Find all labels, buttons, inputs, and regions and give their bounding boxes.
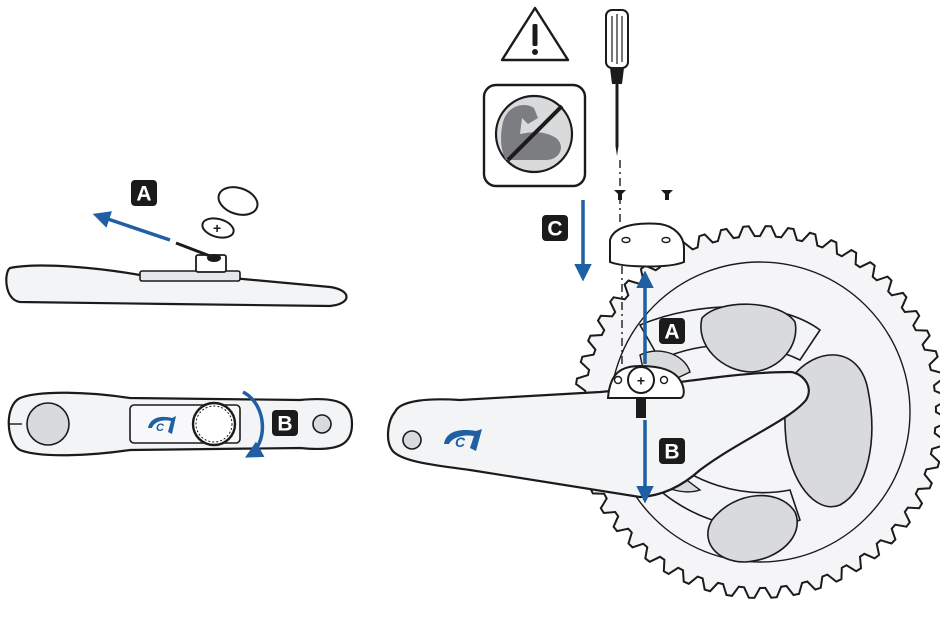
brand-logo-icon: C bbox=[148, 416, 176, 434]
pull-arrow bbox=[92, 211, 171, 242]
step-label-a-left: A bbox=[131, 180, 157, 206]
step-label-b-right-text: B bbox=[664, 441, 679, 464]
svg-text:+: + bbox=[213, 220, 221, 236]
logo-letter-right: C bbox=[455, 434, 466, 450]
crank-arm-top-view: C bbox=[7, 390, 354, 458]
battery-cap-icon bbox=[191, 401, 237, 447]
screwdriver-icon bbox=[605, 9, 629, 156]
no-force-icon bbox=[482, 83, 587, 188]
warning-triangle-icon bbox=[500, 6, 570, 62]
step-label-b-left: B bbox=[272, 410, 298, 436]
power-meter-base: + bbox=[606, 364, 685, 418]
o-ring-icon bbox=[217, 186, 259, 216]
step-label-b-left-text: B bbox=[277, 413, 292, 436]
battery-coin-icon bbox=[201, 217, 235, 239]
svg-text:+: + bbox=[637, 373, 645, 389]
screw-icon bbox=[661, 190, 673, 200]
removal-tool-icon bbox=[175, 241, 211, 258]
step-label-a-right: A bbox=[659, 318, 685, 344]
step-label-a-left-text: A bbox=[136, 183, 151, 206]
step-label-c-text: C bbox=[547, 218, 562, 241]
step-label-a-right-text: A bbox=[664, 321, 679, 344]
rotate-arrow bbox=[242, 390, 265, 458]
battery-removal-parts: + bbox=[92, 186, 259, 262]
screw-icon bbox=[614, 190, 626, 200]
logo-letter: C bbox=[156, 422, 165, 434]
step-label-b-right: B bbox=[659, 438, 685, 464]
crank-arm-side-view bbox=[5, 254, 348, 308]
step-label-c: C bbox=[542, 215, 568, 241]
power-meter-cover bbox=[609, 222, 685, 268]
brand-logo-icon: C bbox=[444, 429, 482, 451]
